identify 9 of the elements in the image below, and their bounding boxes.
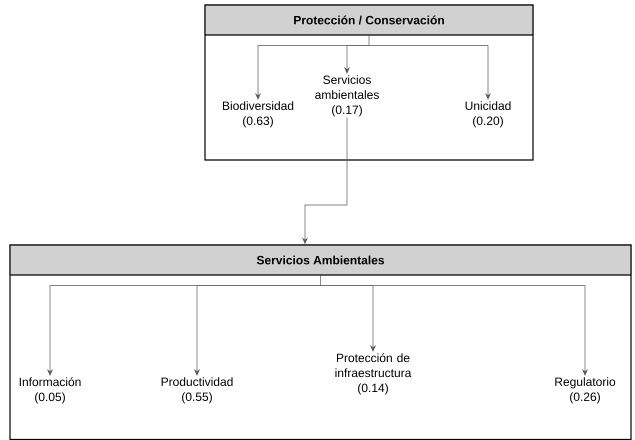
connector-trunk: [320, 275, 321, 286]
connector-trunk: [368, 35, 370, 46]
category-label: Servicios ambientales (0.17): [315, 75, 379, 116]
category-label: Productividad (0.55): [162, 377, 233, 404]
category-label: Regulatorio (0.26): [555, 377, 616, 404]
category-label: Información (0.05): [20, 377, 81, 404]
category-label: Biodiversidad (0.63): [222, 101, 294, 128]
category-label: Protección de infraestructura (0.14): [335, 353, 412, 395]
category-label: Unicidad (0.20): [466, 101, 511, 128]
